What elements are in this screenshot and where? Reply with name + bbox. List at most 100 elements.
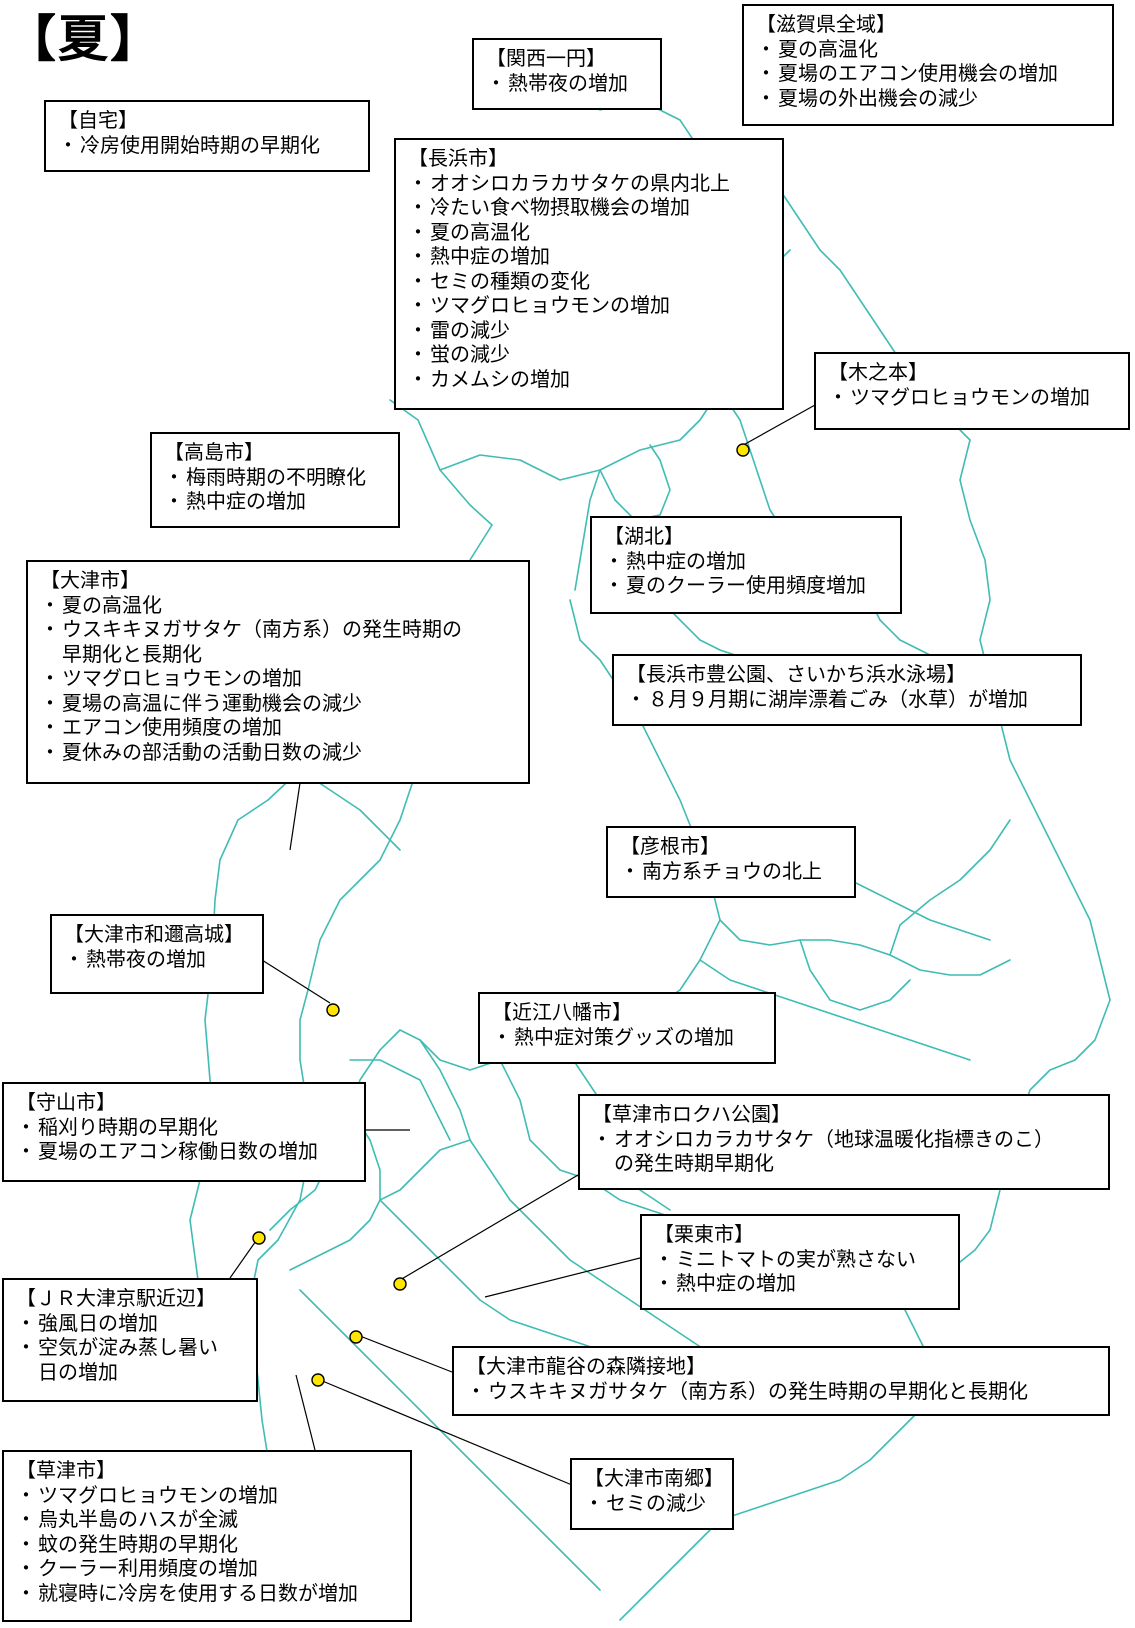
leader-line-otsu-wani — [261, 959, 331, 1004]
callout-item: 蚊の発生時期の早期化 — [16, 1532, 400, 1557]
callout-location-name: 【高島市】 — [164, 440, 264, 464]
marker-kinomoto — [736, 443, 750, 457]
omihachiman-area — [699, 959, 971, 1061]
callout-item: ツマグロヒョウモンの増加 — [828, 385, 1118, 410]
hikone-area-3 — [799, 939, 911, 1011]
callout-location-name: 【滋賀県全域】 — [756, 12, 896, 36]
callout-item: 梅雨時期の不明瞭化 — [164, 465, 388, 490]
callout-hikone: 【彦根市】南方系チョウの北上 — [606, 826, 856, 898]
callout-location-name: 【自宅】 — [58, 108, 138, 132]
lake-north-inlet — [599, 444, 671, 521]
callout-location-name: 【ＪＲ大津京駅近辺】 — [16, 1286, 216, 1310]
callout-location-name: 【関西一円】 — [486, 46, 606, 70]
callout-item: クーラー利用頻度の増加 — [16, 1556, 400, 1581]
callout-nagahama-yutaka: 【長浜市豊公園、さいかち浜水泳場】８月９月期に湖岸漂着ごみ（水草）が増加 — [612, 654, 1082, 726]
callout-item: 熱帯夜の増加 — [64, 947, 252, 972]
marker-otsu-wani — [326, 1003, 340, 1017]
leader-line-rokuha — [399, 1174, 579, 1281]
callout-item: ウスキキヌガサタケ（南方系）の発生時期の — [40, 617, 518, 642]
callout-kusatsu: 【草津市】ツマグロヒョウモンの増加烏丸半島のハスが全滅蚊の発生時期の早期化クーラ… — [2, 1450, 412, 1622]
callout-item: ウスキキヌガサタケ（南方系）の発生時期の早期化と長期化 — [466, 1379, 1098, 1404]
callout-location-name: 【草津市】 — [16, 1458, 116, 1482]
callout-location-name: 【彦根市】 — [620, 834, 720, 858]
callout-location-name: 【大津市和邇高城】 — [64, 922, 244, 946]
callout-jitaku: 【自宅】冷房使用開始時期の早期化 — [44, 100, 370, 172]
callout-item: 烏丸半島のハスが全滅 — [16, 1507, 400, 1532]
south-boundary-4 — [289, 1109, 381, 1271]
south-boundary-7 — [379, 1139, 471, 1201]
season-title: 【夏】 — [6, 10, 162, 68]
callout-item: 熱中症の増加 — [604, 549, 890, 574]
callout-location-name: 【守山市】 — [16, 1090, 116, 1114]
callout-moriyama: 【守山市】稲刈り時期の早期化夏場のエアコン稼働日数の増加 — [2, 1082, 366, 1182]
callout-item: ツマグロヒョウモンの増加 — [408, 293, 772, 318]
leader-line-jr-otsukyo — [229, 1237, 259, 1279]
callout-otsu-nango: 【大津市南郷】セミの減少 — [570, 1458, 734, 1530]
callout-nagahama: 【長浜市】オオシロカラカサタケの県内北上冷たい食べ物摂取機会の増加夏の高温化熱中… — [394, 138, 784, 410]
south-boundary-6 — [299, 1289, 601, 1591]
callout-item: の発生時期早期化 — [614, 1151, 774, 1175]
callout-rokuha: 【草津市ロクハ公園】オオシロカラカサタケ（地球温暖化指標きのこ）の発生時期早期化 — [578, 1094, 1110, 1190]
callout-ritto: 【栗東市】ミニトマトの実が熟さない熱中症の増加 — [640, 1214, 960, 1310]
callout-otsu-wani: 【大津市和邇高城】熱帯夜の増加 — [50, 914, 264, 994]
callout-location-name: 【草津市ロクハ公園】 — [592, 1102, 791, 1126]
callout-item: セミの減少 — [584, 1491, 722, 1516]
callout-item: 日の増加 — [38, 1359, 118, 1384]
callout-omihachiman: 【近江八幡市】熱中症対策グッズの増加 — [478, 992, 776, 1064]
callout-item: 雷の減少 — [408, 318, 772, 343]
callout-item: エアコン使用頻度の増加 — [40, 715, 518, 740]
callout-item: 就寝時に冷房を使用する日数が増加 — [16, 1581, 400, 1606]
callout-jr-otsukyo: 【ＪＲ大津京駅近辺】強風日の増加空気が淀み蒸し暑い日の増加 — [2, 1278, 258, 1402]
callout-item: 熱中症の増加 — [164, 489, 388, 514]
callout-item: 蛍の減少 — [408, 342, 772, 367]
callout-location-name: 【長浜市】 — [408, 146, 508, 170]
leader-line-otsu-ryukoku — [359, 1335, 453, 1373]
callout-item: 空気が淀み蒸し暑い — [16, 1335, 246, 1360]
callout-item: ミニトマトの実が熟さない — [654, 1247, 948, 1272]
callout-item: 熱帯夜の増加 — [486, 71, 650, 96]
callout-item: 熱中症の増加 — [654, 1271, 948, 1296]
callout-item: 夏休みの部活動の活動日数の減少 — [40, 740, 518, 765]
leader-lines — [229, 404, 816, 1486]
callout-location-name: 【木之本】 — [828, 360, 928, 384]
callout-item: セミの種類の変化 — [408, 269, 772, 294]
callout-item: カメムシの増加 — [408, 367, 772, 392]
callout-location-name: 【長浜市豊公園、さいかち浜水泳場】 — [626, 662, 966, 686]
callout-item: 冷たい食べ物摂取機会の増加 — [408, 195, 772, 220]
leader-line-otsu — [289, 782, 301, 851]
callout-item: 夏場の外出機会の減少 — [756, 86, 1102, 111]
callout-location-name: 【近江八幡市】 — [492, 1000, 632, 1024]
leader-line-kinomoto — [737, 404, 816, 449]
kohoku-area-1 — [574, 469, 601, 591]
callout-location-name: 【栗東市】 — [654, 1222, 754, 1246]
hikone-area-2 — [719, 919, 1011, 976]
callout-item: 冷房使用開始時期の早期化 — [58, 133, 358, 158]
marker-rokuha — [393, 1277, 407, 1291]
callout-location-name: 【大津市龍谷の森隣接地】 — [466, 1354, 706, 1378]
callout-item: 早期化と長期化 — [62, 641, 202, 666]
prefecture-outline-west2 — [189, 769, 301, 1281]
leader-line-kusatsu — [295, 1374, 316, 1451]
callout-item: 熱中症対策グッズの増加 — [492, 1025, 764, 1050]
callout-item: 強風日の増加 — [16, 1311, 246, 1336]
hikone-area-4 — [889, 819, 1011, 956]
callout-otsu-ryukoku: 【大津市龍谷の森隣接地】ウスキキヌガサタケ（南方系）の発生時期の早期化と長期化 — [452, 1346, 1110, 1416]
leader-line-ritto — [484, 1257, 641, 1298]
callout-item: 夏の高温化 — [40, 593, 518, 618]
callout-item: ８月９月期に湖岸漂着ごみ（水草）が増加 — [626, 687, 1070, 712]
callout-location-name: 【大津市】 — [40, 568, 140, 592]
callout-otsu: 【大津市】夏の高温化ウスキキヌガサタケ（南方系）の発生時期の早期化と長期化ツマグ… — [26, 560, 530, 784]
callout-item: 夏の高温化 — [408, 220, 772, 245]
callout-item: ツマグロヒョウモンの増加 — [40, 666, 518, 691]
callout-item: オオシロカラカサタケの県内北上 — [408, 171, 772, 196]
callout-location-name: 【大津市南郷】 — [584, 1466, 724, 1490]
callout-kinomoto: 【木之本】ツマグロヒョウモンの増加 — [814, 352, 1130, 430]
callout-item: 夏の高温化 — [756, 37, 1102, 62]
callout-item: オオシロカラカサタケ（地球温暖化指標きのこ） — [592, 1127, 1098, 1152]
callout-item: 夏場のエアコン使用機会の増加 — [756, 61, 1102, 86]
callout-item: 夏場のエアコン稼働日数の増加 — [16, 1139, 354, 1164]
callout-kohoku: 【湖北】熱中症の増加夏のクーラー使用頻度増加 — [590, 516, 902, 614]
callout-location-name: 【湖北】 — [604, 524, 684, 548]
callout-item: 稲刈り時期の早期化 — [16, 1115, 354, 1140]
marker-otsu-nango — [311, 1373, 325, 1387]
